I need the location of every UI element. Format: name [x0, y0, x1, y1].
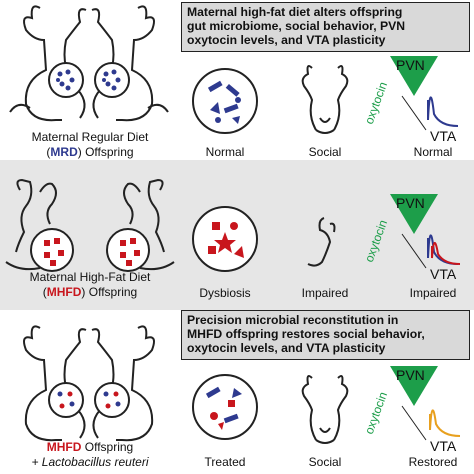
group-abbr: MHFD — [46, 285, 82, 299]
mouse-pair-illustration — [9, 5, 169, 122]
microbiome-label: Treated — [204, 455, 246, 469]
mouse-social-icon — [301, 65, 349, 134]
microbiome-normal-icon — [192, 68, 258, 134]
plasticity-label: Normal — [413, 145, 453, 159]
group-suffix: Offspring — [85, 285, 138, 299]
callout-line: MHFD offspring restores social behavior, — [187, 327, 425, 341]
group-label-line2: (MRD) Offspring — [46, 145, 134, 159]
group-label-line2: (MHFD) Offspring — [42, 285, 138, 299]
mouse-pair-illustration — [5, 178, 175, 272]
microbiome-dysbiosis-icon — [192, 206, 258, 272]
pvn-label: PVN — [396, 367, 425, 383]
callout-line: Precision microbial reconstitution in — [187, 313, 399, 327]
vta-label: VTA — [430, 266, 457, 282]
row-mhfd: Maternal High-Fat Diet (MHFD) Offspring … — [0, 160, 474, 310]
mouse-pair-illustration — [23, 325, 155, 442]
group-label-line1: MHFD Offspring — [0, 440, 180, 454]
pvn-vta-circuit-icon — [390, 56, 459, 131]
group-suffix: Offspring — [81, 440, 134, 454]
mouse-social-icon — [301, 375, 349, 444]
vta-label: VTA — [430, 128, 457, 144]
microbiome-label: Dysbiosis — [199, 286, 251, 300]
group-abbr: MRD — [50, 145, 78, 159]
callout-line: oxytocin levels, and VTA plasticity — [187, 33, 386, 47]
pvn-label: PVN — [396, 57, 425, 73]
microbiome-label: Normal — [205, 145, 245, 159]
group-label-line1: Maternal High-Fat Diet — [29, 270, 151, 284]
callout-line: oxytocin levels, and VTA plasticity — [187, 341, 386, 355]
callout-line: Maternal high-fat diet alters offspring — [187, 5, 403, 19]
pvn-vta-circuit-icon — [390, 194, 461, 269]
pvn-vta-circuit-icon — [390, 366, 461, 441]
group-suffix: Offspring — [81, 145, 134, 159]
callout-line: gut microbiome, social behavior, PVN — [187, 19, 406, 33]
pvn-label: PVN — [396, 195, 425, 211]
vta-label: VTA — [430, 438, 457, 454]
callout-top: Maternal high-fat diet alters offspring … — [181, 2, 470, 52]
plasticity-label: Impaired — [409, 286, 457, 300]
row-treated: Precision microbial reconstitution in MH… — [0, 310, 474, 474]
microbiome-treated-icon — [192, 374, 258, 440]
behavior-label: Social — [308, 145, 342, 159]
mouse-impaired-icon — [307, 217, 336, 267]
plasticity-label: Restored — [408, 455, 458, 469]
group-label-line1: Maternal Regular Diet — [31, 130, 149, 144]
behavior-label: Impaired — [301, 286, 349, 300]
callout-bottom: Precision microbial reconstitution in MH… — [181, 310, 470, 360]
row-mrd: Maternal high-fat diet alters offspring … — [0, 0, 474, 160]
behavior-label: Social — [308, 455, 342, 469]
group-label-line2: + Lactobacillus reuteri — [31, 455, 149, 469]
group-abbr: MHFD — [46, 440, 82, 454]
